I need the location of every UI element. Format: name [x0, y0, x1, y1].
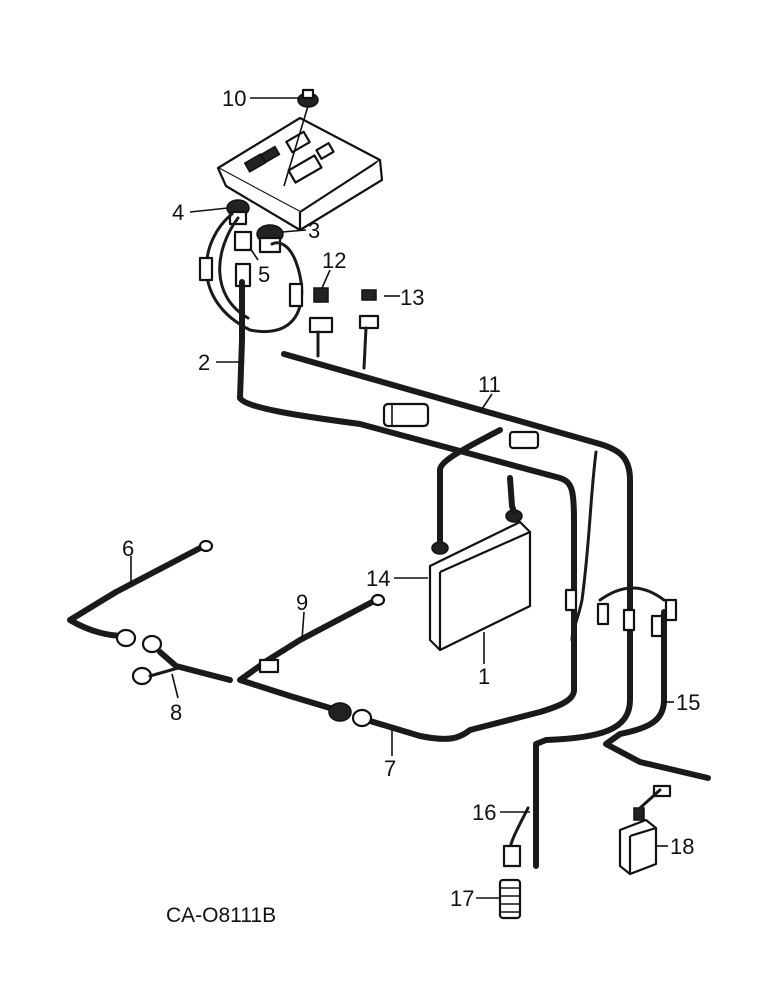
harness-11-clip [508, 430, 540, 450]
callout-3: 3 [308, 218, 320, 243]
connector-3 [256, 224, 284, 254]
callout-6: 6 [122, 536, 134, 561]
mounting-plate [216, 105, 384, 232]
callout-8: 8 [170, 700, 182, 725]
callout-1: 1 [478, 664, 490, 689]
control-module-14 [428, 467, 532, 652]
sensor-18 [618, 788, 662, 876]
fastener-10 [297, 88, 319, 108]
callout-16: 16 [472, 800, 496, 825]
callout-7: 7 [384, 756, 396, 781]
callout-labels: 10 4 3 5 12 13 2 11 6 9 14 1 8 7 15 16 1… [122, 86, 700, 911]
harness-6-ends [115, 539, 214, 686]
harness-16-branch [508, 806, 530, 850]
sensor-17 [498, 844, 522, 920]
harness-2-branch-right [507, 475, 515, 509]
connector-5 [233, 230, 253, 288]
callout-18: 18 [670, 834, 694, 859]
harness-9 [237, 597, 379, 711]
harness-8-branch [148, 666, 180, 678]
harness-7-connector [351, 708, 373, 728]
leader-lines [130, 97, 674, 899]
harness-2-clamp [382, 402, 430, 428]
harness-9-parts [258, 593, 386, 722]
callout-17: 17 [450, 886, 474, 911]
callout-13: 13 [400, 285, 424, 310]
harness-15-connectors [564, 588, 678, 798]
harness-11-branch [570, 450, 598, 642]
harness-15-branch [598, 586, 666, 602]
harness-15 [603, 609, 711, 781]
switch-12 [308, 287, 334, 358]
callout-2: 2 [198, 350, 210, 375]
callout-11: 11 [478, 372, 501, 397]
callout-15: 15 [676, 690, 700, 715]
harness-2-branch-left [437, 427, 503, 473]
harness-6 [67, 543, 207, 639]
harness-11 [281, 351, 633, 869]
callout-14: 14 [366, 566, 390, 591]
plug-13 [358, 289, 380, 370]
callout-4: 4 [172, 200, 184, 225]
callout-9: 9 [296, 590, 308, 615]
plate-loop-harness [198, 212, 304, 333]
drawing-code: CA-O8111B [166, 904, 276, 927]
callout-5: 5 [258, 262, 270, 287]
harness-8 [157, 649, 233, 683]
harness-2 [237, 279, 577, 742]
callout-10: 10 [222, 86, 246, 111]
callout-12: 12 [322, 248, 346, 273]
